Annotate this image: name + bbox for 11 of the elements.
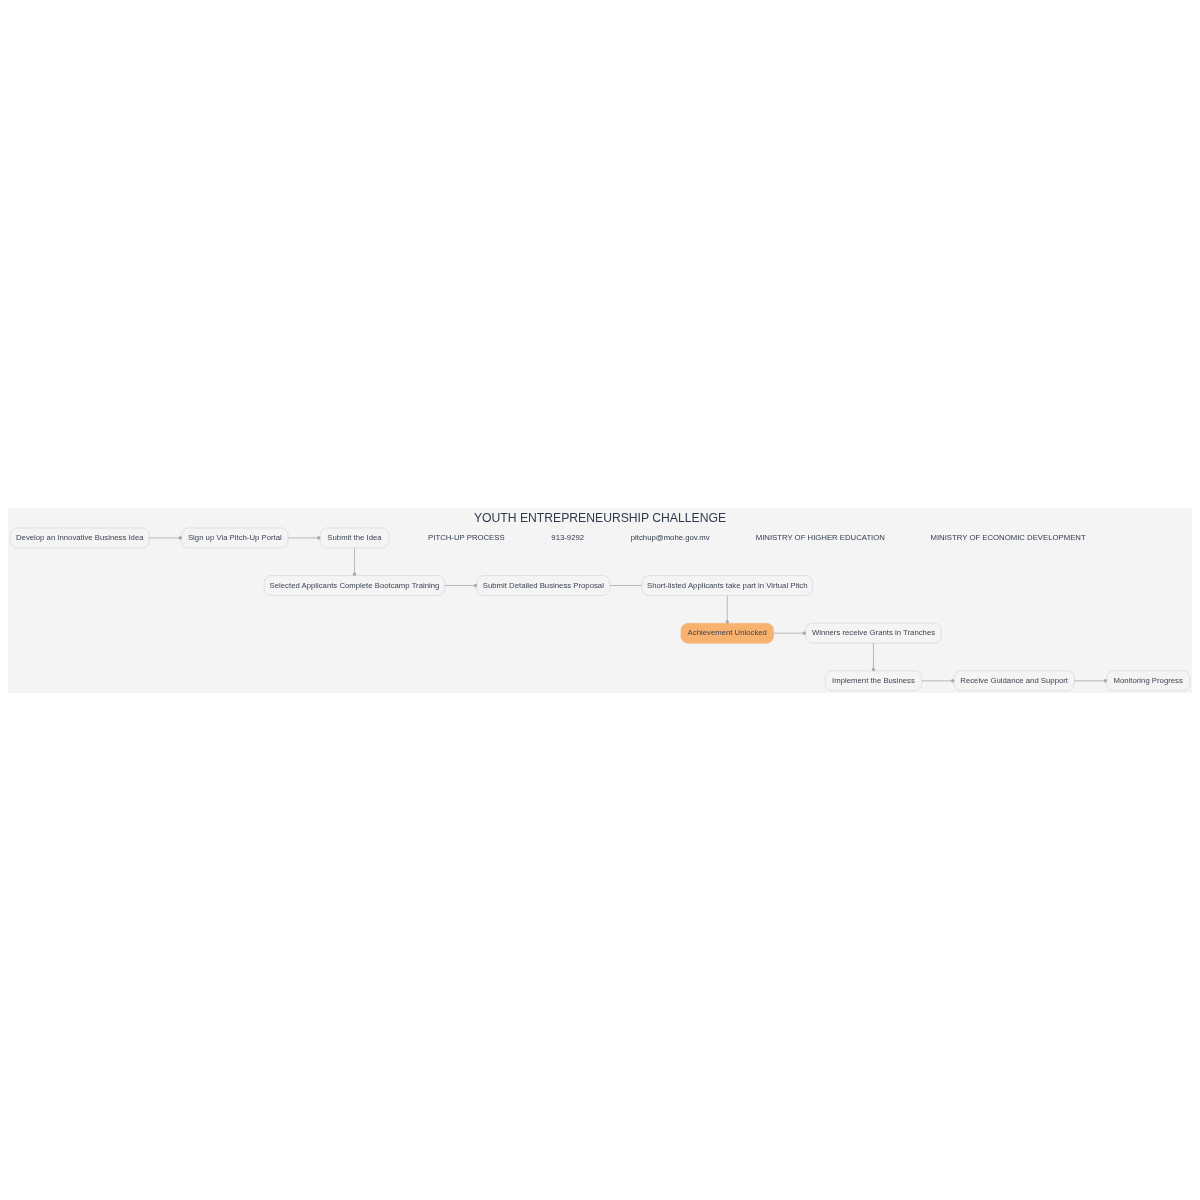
connector: [287, 535, 321, 540]
connector: [609, 584, 643, 586]
connector: [773, 630, 806, 635]
connector: [921, 678, 955, 683]
connector: [871, 642, 876, 671]
connector: [352, 547, 357, 576]
connector: [725, 594, 729, 624]
diagram-title: YOUTH ENTREPRENEURSHIP CHALLENGE: [473, 510, 727, 525]
connector: [148, 535, 182, 540]
connector: [1074, 678, 1107, 683]
connector: [444, 583, 478, 587]
